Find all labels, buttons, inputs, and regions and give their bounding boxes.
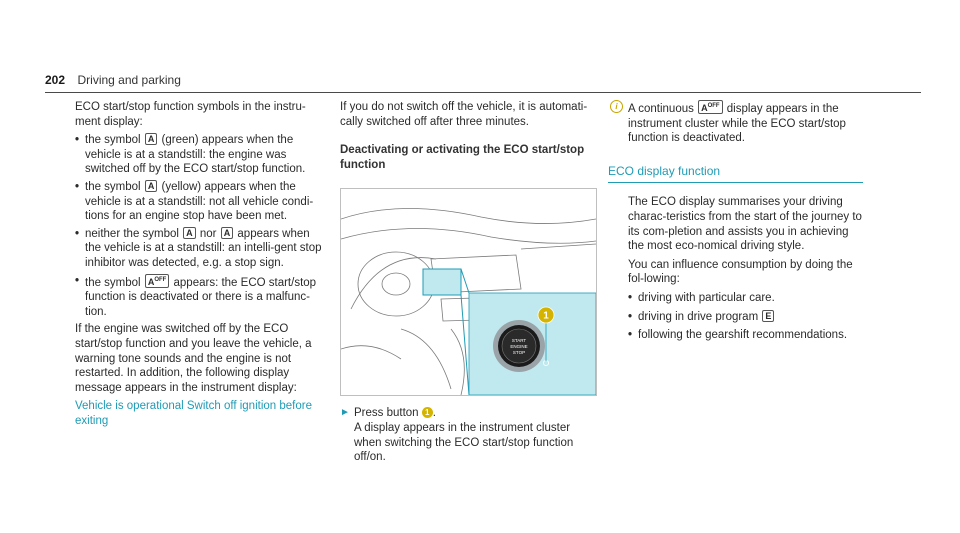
list-item: • driving with particular care. — [628, 291, 775, 304]
bullet-icon: • — [75, 180, 80, 193]
bullet-icon: • — [75, 134, 80, 147]
list-item: • neither the symbol A nor A appears whe… — [75, 226, 322, 269]
auto-off-paragraph: If you do not switch off the vehicle, it… — [340, 101, 588, 128]
list-item: • the symbol A (green) appears when the … — [75, 133, 306, 176]
callout-badge: 1 — [421, 407, 433, 419]
symbol-list: • the symbol A (green) appears when the … — [75, 133, 327, 319]
eco-green-symbol-icon: A — [183, 226, 196, 239]
eco-list: • driving with particular care. • drivin… — [628, 291, 866, 343]
list-item: • the symbol A (yellow) appears when the… — [75, 179, 314, 223]
bullet-icon: • — [628, 291, 633, 304]
button-label-engine: ENGINE — [510, 344, 527, 349]
list-item: • the symbol AOFF appears: the ECO start… — [75, 273, 317, 318]
button-label-start: START — [512, 338, 527, 343]
bullet-icon: • — [75, 274, 80, 287]
section-heading: ECO display function — [608, 164, 863, 184]
button-label-stop: STOP — [513, 350, 525, 355]
bullet-icon: • — [628, 310, 633, 323]
section-title: Driving and parking — [77, 73, 181, 87]
arrow-right-icon: ► — [340, 407, 350, 419]
info-icon: i — [610, 100, 623, 113]
instruction-step: ► Press button 1. A display appears in t… — [340, 407, 574, 464]
eco-paragraph-2: You can influence consumption by doing t… — [628, 258, 853, 286]
display-message: Vehicle is operational Switch off igniti… — [75, 400, 312, 427]
intro-text: ECO start/stop function symbols in the i… — [75, 101, 306, 128]
eco-yellow-symbol-icon: A — [144, 179, 158, 192]
dashboard-drawing: START ENGINE STOP 1 — [340, 189, 597, 396]
eco-body: The ECO display summarises your driving … — [608, 195, 866, 342]
column-1: ECO start/stop function symbols in the i… — [75, 100, 327, 432]
bullet-icon: • — [75, 227, 80, 240]
page-header: 202 Driving and parking — [45, 71, 921, 93]
eco-yellow-symbol-icon: A — [220, 226, 234, 239]
eco-off-symbol-icon: AOFF — [698, 100, 723, 114]
page-number: 202 — [45, 73, 66, 87]
column-2: If you do not switch off the vehicle, it… — [340, 100, 597, 465]
eco-paragraph-1: The ECO display summarises your driving … — [628, 196, 862, 253]
list-item: • following the gearshift recommendation… — [628, 329, 848, 342]
callout-number: 1 — [543, 311, 549, 322]
subheading: Deactivating or activating the ECO start… — [340, 144, 585, 171]
step-result: A display appears in the instrument clus… — [354, 421, 574, 464]
drive-program-e-icon: E — [762, 309, 775, 322]
eco-off-symbol-icon: AOFF — [144, 273, 170, 288]
list-item: • driving in drive program E — [628, 309, 866, 325]
dashboard-illustration: START ENGINE STOP 1 — [340, 188, 597, 397]
column-3: i A continuous AOFF display appears in t… — [608, 100, 866, 347]
bullet-icon: • — [628, 329, 633, 342]
warning-paragraph: If the engine was switched off by the EC… — [75, 323, 312, 394]
header-rule — [45, 92, 921, 93]
eco-green-symbol-icon: A — [144, 133, 158, 146]
info-note: i A continuous AOFF display appears in t… — [608, 100, 866, 146]
